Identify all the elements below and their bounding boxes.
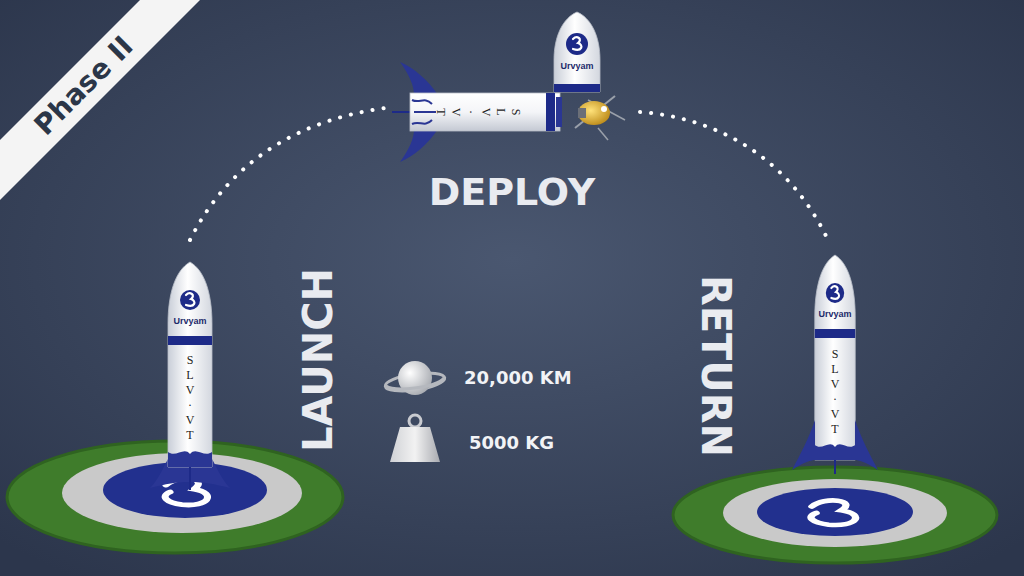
mass-value: 5000 KG bbox=[469, 433, 554, 454]
launch-rocket bbox=[150, 262, 230, 490]
return-rocket bbox=[792, 255, 878, 474]
vehicle-name: SLV·VT bbox=[829, 347, 841, 437]
deploy-rocket bbox=[392, 62, 562, 162]
vehicle-name: SLV·VT bbox=[433, 106, 523, 118]
brand-name: Urvyam bbox=[173, 316, 206, 326]
weight-icon bbox=[390, 415, 440, 462]
vehicle-name: SLV·VT bbox=[184, 353, 196, 443]
brand-name: Urvyam bbox=[560, 61, 593, 71]
satellite bbox=[575, 96, 625, 140]
phase-banner bbox=[0, 0, 200, 200]
stage-label: LAUNCH bbox=[295, 268, 341, 452]
distance-value: 20,000 KM bbox=[464, 368, 572, 389]
brand-name: Urvyam bbox=[818, 309, 851, 319]
planet-icon bbox=[384, 361, 446, 395]
stage-label: RETURN bbox=[693, 275, 739, 457]
trajectory-dots bbox=[640, 112, 828, 240]
landing-pad bbox=[673, 467, 997, 563]
fairing bbox=[554, 12, 600, 92]
stage-label: DEPLOY bbox=[429, 171, 596, 215]
trajectory-dots bbox=[190, 108, 385, 240]
